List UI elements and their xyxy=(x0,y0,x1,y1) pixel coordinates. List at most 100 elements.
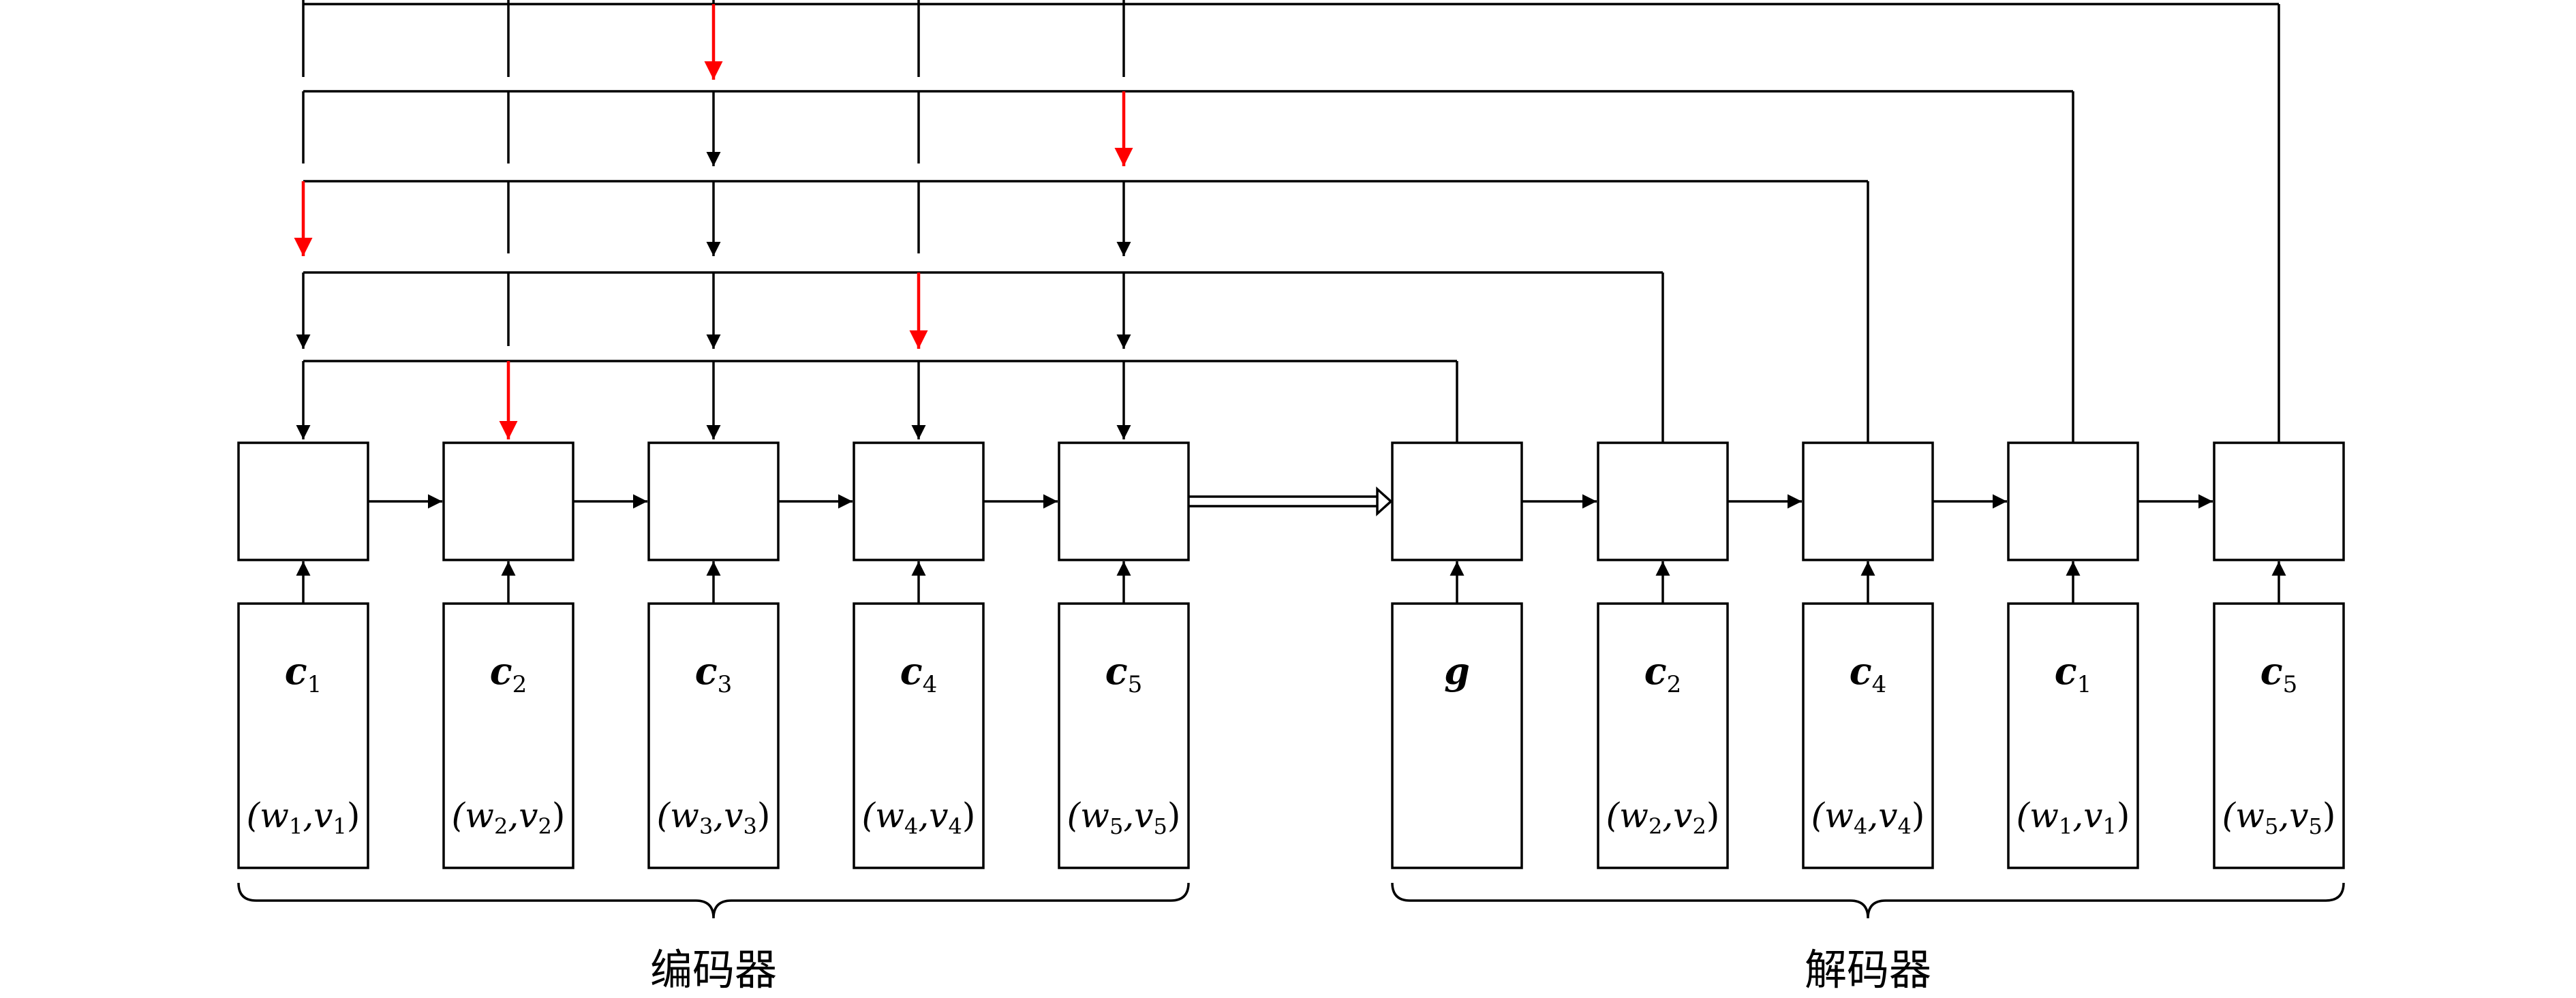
decoder-input-pair-w-sub: 2 xyxy=(1649,813,1662,839)
encoder-brace xyxy=(237,882,1190,919)
decoder-input-symbol: g xyxy=(1444,649,1470,693)
encoder-input-pair-pair: (w xyxy=(452,796,494,835)
decoder-input-symbol-subscript: 5 xyxy=(2283,671,2298,698)
decoder-input-box-3 xyxy=(1802,602,1934,869)
decoder-input-symbol-subscript: 4 xyxy=(1872,671,1887,698)
encoder-input-pair-v-sub: 1 xyxy=(333,813,346,839)
context-transfer-arrowhead xyxy=(1376,486,1393,516)
encoder-input-pair: (w3,v3) xyxy=(657,796,771,839)
labels-layer: c1(w1,v1)c2(w2,v2)c3(w3,v3)c4(w4,v4)c5(w… xyxy=(237,649,2345,995)
decoder-input-pair-pair: (w xyxy=(2222,796,2265,835)
decoder-input-pair-w-sub: 1 xyxy=(2059,813,2072,839)
encoder-input-box-4 xyxy=(853,602,985,869)
encoder-input-pair-close: ) xyxy=(1167,796,1181,835)
decoder-input-pair-v-sub: 2 xyxy=(1692,813,1706,839)
decoder-cell-3 xyxy=(1802,441,1934,561)
encoder-cell-4 xyxy=(853,441,985,561)
cells-layer xyxy=(237,441,2345,869)
encoder-cell-2 xyxy=(442,441,574,561)
decoder-cell-1 xyxy=(1391,441,1523,561)
decoder-input-pair-sep: ,v xyxy=(1867,796,1897,835)
decoder-label: 解码器 xyxy=(1805,945,1931,995)
decoder-input-pair-close: ) xyxy=(1706,796,1720,835)
encoder-input-box-5 xyxy=(1058,602,1190,869)
decoder-cell-5 xyxy=(2213,441,2345,561)
decoder-input-symbol: c2 xyxy=(1644,649,1682,698)
encoder-input-pair-v-sub: 3 xyxy=(743,813,756,839)
decoder-input-pair-w-sub: 4 xyxy=(1854,813,1867,839)
encoder-input-pair-sep: ,v xyxy=(303,796,333,835)
encoder-input-symbol: c3 xyxy=(695,649,733,698)
encoder-input-symbol-subscript: 3 xyxy=(718,671,733,698)
encoder-input-symbol: c5 xyxy=(1105,649,1143,698)
encoder-input-pair-v-sub: 5 xyxy=(1153,813,1167,839)
encoder-input-pair-close: ) xyxy=(757,796,771,835)
decoder-input-symbol: c1 xyxy=(2055,649,2092,698)
decoder-input-box-2 xyxy=(1597,602,1729,869)
decoder-input-pair-v-sub: 1 xyxy=(2102,813,2116,839)
pointer-lines-layer xyxy=(294,0,2280,443)
decoder-input-pair-sep: ,v xyxy=(1662,796,1692,835)
encoder-input-box-1 xyxy=(237,602,369,869)
decoder-input-pair-v-sub: 4 xyxy=(1897,813,1911,839)
encoder-input-pair-close: ) xyxy=(962,796,976,835)
encoder-input-symbol: c1 xyxy=(285,649,322,698)
encoder-input-pair-pair: (w xyxy=(862,796,904,835)
decoder-brace xyxy=(1391,882,2345,919)
encoder-cell-1 xyxy=(237,441,369,561)
encoder-input-pair-sep: ,v xyxy=(918,796,948,835)
decoder-input-pair-pair: (w xyxy=(1811,796,1854,835)
encoder-input-pair: (w1,v1) xyxy=(247,796,361,839)
encoder-input-symbol-subscript: 5 xyxy=(1128,671,1143,698)
decoder-input-symbol-subscript: 1 xyxy=(2077,671,2092,698)
encoder-input-symbol-subscript: 4 xyxy=(923,671,938,698)
encoder-input-pair: (w5,v5) xyxy=(1067,796,1181,839)
encoder-input-pair: (w4,v4) xyxy=(862,796,976,839)
encoder-input-pair-sep: ,v xyxy=(508,796,538,835)
encoder-input-pair-close: ) xyxy=(552,796,566,835)
decoder-input-symbol-subscript: 2 xyxy=(1667,671,1682,698)
encoder-input-pair-pair: (w xyxy=(1067,796,1109,835)
encoder-label: 编码器 xyxy=(650,945,777,995)
encoder-input-pair-w-sub: 5 xyxy=(1109,813,1123,839)
decoder-input-symbol: c5 xyxy=(2260,649,2298,698)
decoder-input-pair-pair: (w xyxy=(2017,796,2059,835)
encoder-cell-5 xyxy=(1058,441,1190,561)
decoder-input-pair-pair: (w xyxy=(1606,796,1649,835)
encoder-input-pair-v-sub: 2 xyxy=(538,813,551,839)
encoder-input-symbol-subscript: 1 xyxy=(307,671,322,698)
decoder-input-pair-w-sub: 5 xyxy=(2265,813,2278,839)
decoder-input-pair-close: ) xyxy=(1912,796,1925,835)
encoder-input-symbol-subscript: 2 xyxy=(512,671,527,698)
encoder-input-pair-pair: (w xyxy=(247,796,289,835)
encoder-input-pair-w-sub: 4 xyxy=(904,813,918,839)
encoder-input-pair-w-sub: 1 xyxy=(289,813,303,839)
decoder-input-symbol: c4 xyxy=(1850,649,1887,698)
decoder-input-box-5 xyxy=(2213,602,2345,869)
encoder-input-pair-sep: ,v xyxy=(1123,796,1153,835)
encoder-input-symbol: c4 xyxy=(900,649,938,698)
encoder-input-pair-v-sub: 4 xyxy=(948,813,962,839)
encoder-input-symbol: c2 xyxy=(490,649,527,698)
decoder-input-box-1 xyxy=(1391,602,1523,869)
encoder-input-pair-pair: (w xyxy=(657,796,699,835)
decoder-cell-4 xyxy=(2007,441,2139,561)
encoder-input-box-2 xyxy=(442,602,574,869)
encoder-input-pair-sep: ,v xyxy=(713,796,743,835)
encoder-input-pair-close: ) xyxy=(347,796,361,835)
decoder-input-pair-sep: ,v xyxy=(2278,796,2308,835)
decoder-input-pair: (w4,v4) xyxy=(1811,796,1925,839)
encoder-input-pair: (w2,v2) xyxy=(452,796,566,839)
encoder-cell-3 xyxy=(647,441,780,561)
decoder-input-pair-sep: ,v xyxy=(2072,796,2102,835)
decoder-input-pair-v-sub: 5 xyxy=(2308,813,2322,839)
encoder-input-box-3 xyxy=(647,602,780,869)
decoder-input-pair: (w1,v1) xyxy=(2017,796,2130,839)
decoder-cell-2 xyxy=(1597,441,1729,561)
encoder-input-pair-w-sub: 2 xyxy=(494,813,508,839)
decoder-input-pair-close: ) xyxy=(2322,796,2336,835)
decoder-input-pair: (w5,v5) xyxy=(2222,796,2336,839)
decoder-input-pair-close: ) xyxy=(2117,796,2130,835)
encoder-input-pair-w-sub: 3 xyxy=(699,813,713,839)
